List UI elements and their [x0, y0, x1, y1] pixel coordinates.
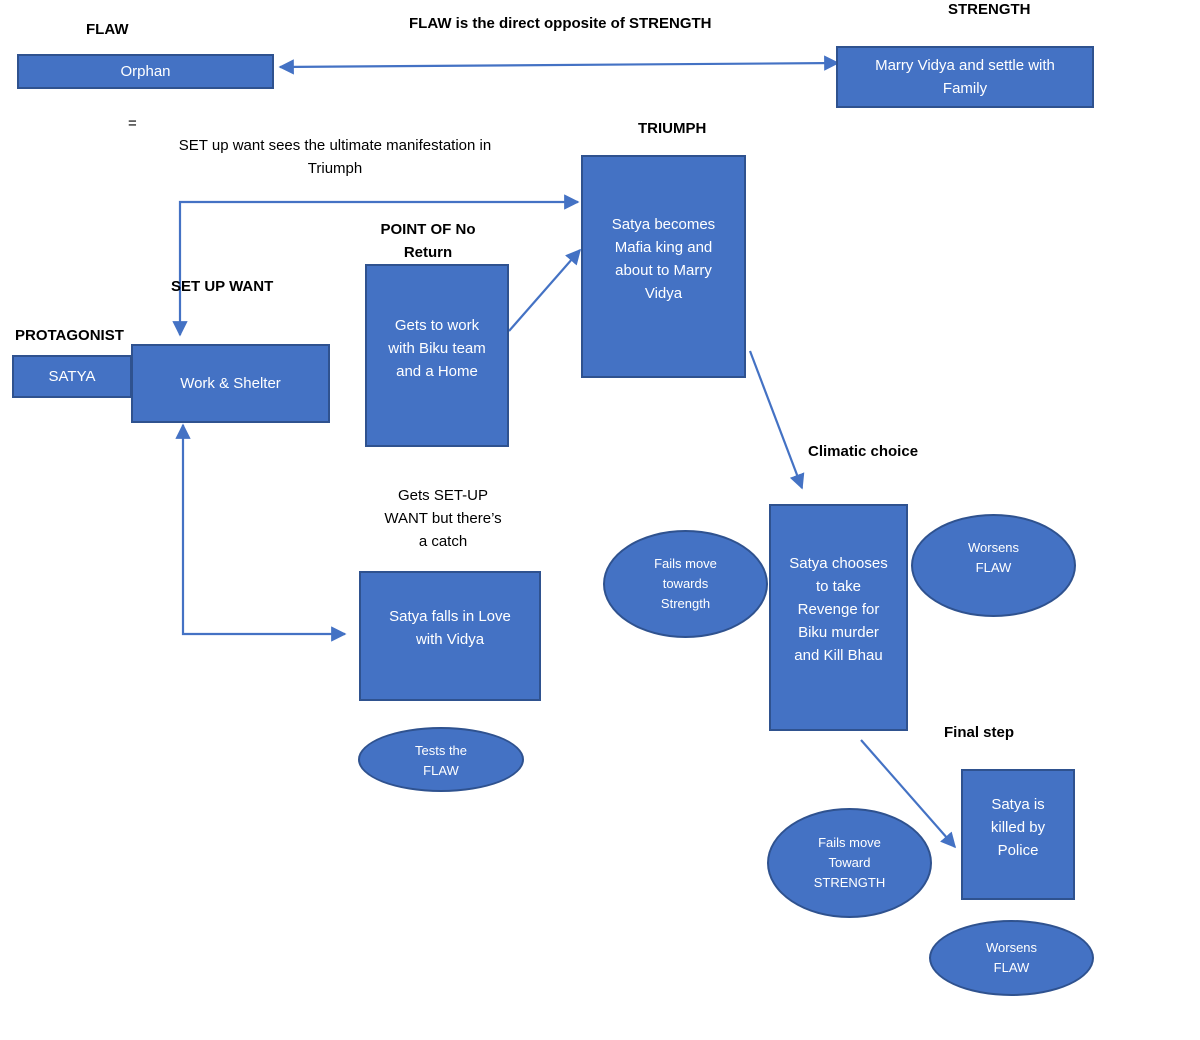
equals-sign: = — [128, 115, 137, 132]
arrow-choice-final — [860, 739, 957, 849]
arrow-setup-triumph — [172, 194, 580, 337]
worsens-flaw-ellipse-2: Worsens FLAW — [929, 920, 1094, 996]
fails-strength-ellipse-1: Fails move towards Strength — [603, 530, 768, 638]
biku-team-box: Gets to work with Biku team and a Home — [365, 264, 509, 447]
catch-note: Gets SET-UP WANT but there’s a catch — [384, 487, 502, 550]
set-up-want-label: SET UP WANT — [171, 278, 274, 295]
strength-label: STRENGTH — [948, 1, 1031, 18]
worsens-flaw-ellipse-1: Worsens FLAW — [911, 514, 1076, 617]
point-of-no-return-label: POINT OF No Return — [380, 221, 476, 261]
climatic-choice-label: Climatic choice — [808, 443, 919, 460]
orphan-box: Orphan — [17, 54, 274, 89]
marry-vidya-box: Marry Vidya and settle with Family — [836, 46, 1094, 108]
fails-strength-ellipse-2: Fails move Toward STRENGTH — [767, 808, 932, 918]
protagonist-label: PROTAGONIST — [15, 327, 124, 344]
killed-box: Satya is killed by Police — [961, 769, 1075, 900]
triumph-label: TRIUMPH — [638, 120, 707, 137]
satya-box: SATYA — [12, 355, 132, 398]
revenge-box: Satya chooses to take Revenge for Biku m… — [769, 504, 908, 731]
work-shelter-box: Work & Shelter — [131, 344, 330, 423]
arrow-flaw-strength — [278, 55, 840, 75]
mafia-king-box: Satya becomes Mafia king and about to Ma… — [581, 155, 746, 378]
tests-flaw-ellipse: Tests the FLAW — [358, 727, 524, 792]
love-vidya-box: Satya falls in Love with Vidya — [359, 571, 541, 701]
arrow-triumph-choice — [748, 350, 805, 490]
flaw-label: FLAW — [86, 21, 129, 38]
arrow-setup-love — [175, 423, 347, 642]
setup-note: SET up want sees the ultimate manifestat… — [178, 137, 492, 177]
arrow-return-triumph — [508, 248, 582, 332]
final-step-label: Final step — [944, 724, 1015, 741]
relation-label: FLAW is the direct opposite of STRENGTH — [409, 15, 712, 32]
